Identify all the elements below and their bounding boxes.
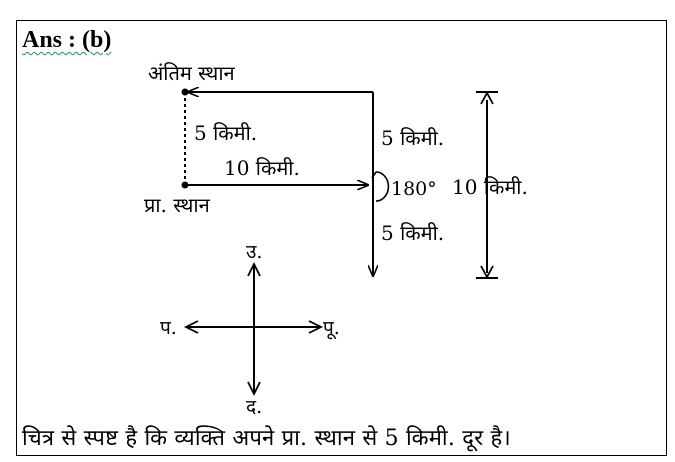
lower-vertical-label: 5 किमी. [381, 221, 444, 245]
angle-arc-tick [371, 171, 377, 179]
answer-frame [16, 20, 667, 456]
east-arrowhead [308, 320, 324, 334]
dim-top-arrowhead [480, 91, 494, 105]
start-position-label: प्रा. स्थान [144, 193, 211, 217]
conclusion-text: चित्र से स्पष्ट है कि व्यक्ति अपने प्रा.… [22, 426, 511, 451]
north-arrowhead [247, 261, 261, 277]
answer-label: Ans : (b) [22, 27, 112, 53]
compass-south-label: द. [246, 396, 262, 418]
total-vertical-label: 10 किमी. [452, 175, 528, 199]
west-arrowhead [183, 320, 199, 334]
compass: उ. द. प. पू. [160, 241, 340, 418]
upper-vertical-label: 5 किमी. [381, 126, 444, 150]
final-position-label: अंतिम स्थान [148, 61, 236, 85]
east-segment-label: 10 किमी. [224, 156, 300, 180]
start-position-dot [181, 181, 189, 189]
final-position-dot [181, 88, 189, 96]
angle-arc [375, 171, 390, 202]
angle-label: 180° [391, 178, 437, 200]
compass-west-label: प. [160, 317, 177, 339]
compass-east-label: पू. [323, 317, 340, 340]
dotted-segment-label: 5 किमी. [194, 121, 257, 145]
south-arrowhead [247, 381, 261, 397]
dim-bottom-arrowhead [480, 265, 494, 279]
compass-north-label: उ. [246, 241, 262, 263]
